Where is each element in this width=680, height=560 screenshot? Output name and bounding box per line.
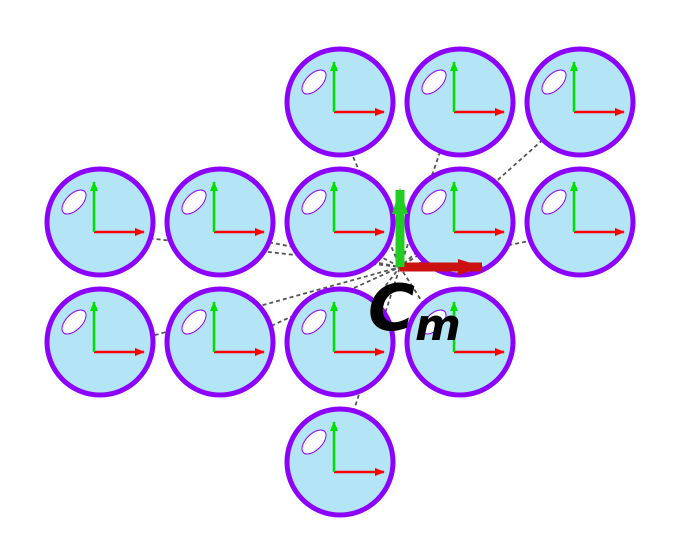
body-circle [284,406,396,518]
center-label-main: C [368,272,415,346]
body-highlight [61,189,87,215]
body-4 [44,166,156,278]
center-label-subscript: m [415,300,461,351]
body-7 [404,166,516,278]
body-highlight [301,429,327,455]
center-of-mass-label: Cm [368,272,461,351]
body-circle [164,286,276,398]
body-circle [44,286,156,398]
body-circle [524,166,636,278]
body-circle [284,46,396,158]
body-8 [524,166,636,278]
body-13 [284,406,396,518]
body-highlight [541,69,567,95]
body-11 [284,286,396,398]
body-3 [524,46,636,158]
body-circle [404,166,516,278]
body-circle [164,166,276,278]
body-highlight [421,69,447,95]
body-10 [164,286,276,398]
body-circle [284,166,396,278]
body-circle [404,46,516,158]
body-highlight [421,309,447,335]
center-of-mass-frame: Cm [368,188,484,351]
body-12 [404,286,516,398]
body-highlight [181,309,207,335]
body-highlight [421,189,447,215]
body-highlight [301,309,327,335]
body-6 [284,166,396,278]
body-circle [44,166,156,278]
body-highlight [301,189,327,215]
body-2 [404,46,516,158]
body-5 [164,166,276,278]
body-circle [524,46,636,158]
body-highlight [181,189,207,215]
body-9 [44,286,156,398]
body-highlight [301,69,327,95]
body-highlight [61,309,87,335]
connector-line-10 [213,266,401,353]
body-highlight [541,189,567,215]
body-1 [284,46,396,158]
body-group [44,46,636,518]
